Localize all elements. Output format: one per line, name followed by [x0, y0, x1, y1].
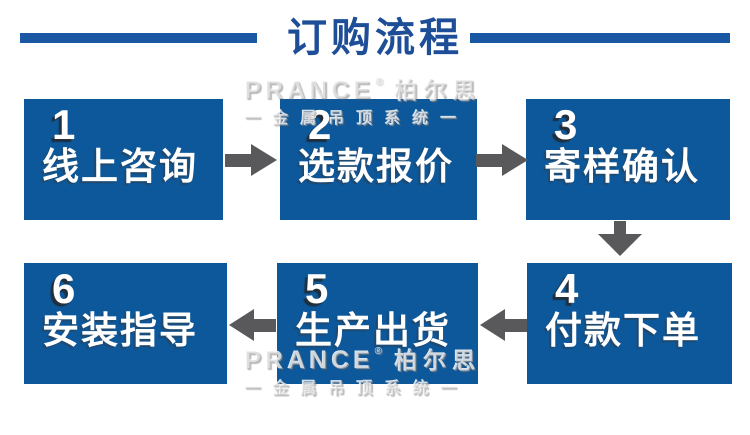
- arrow-head: [598, 234, 642, 256]
- arrow-head: [480, 309, 505, 341]
- step-number: 6: [52, 265, 76, 312]
- step-label: 付款下单: [545, 310, 701, 351]
- step-label: 生产出货: [295, 310, 451, 351]
- step-number: 4: [555, 265, 579, 312]
- step-number: 3: [554, 101, 578, 148]
- step-box-6-install-guide: 6 安装指导: [24, 263, 227, 384]
- arrow-head: [229, 309, 254, 341]
- step-box-2-select-quote: 2 选款报价: [280, 99, 477, 220]
- step-label: 线上咨询: [42, 146, 198, 187]
- step-box-5-produce-ship: 5 生产出货: [277, 263, 478, 384]
- arrow-right-step1-to-step2-icon: [225, 144, 277, 176]
- title-rule-right: [470, 33, 730, 43]
- arrow-left-step5-to-step6-icon: [229, 309, 276, 341]
- arrow-right-step2-to-step3-icon: [476, 144, 528, 176]
- arrow-shaft: [225, 154, 251, 167]
- step-label: 安装指导: [42, 310, 198, 351]
- arrow-left-step4-to-step5-icon: [480, 309, 527, 341]
- step-box-1-online-consult: 1 线上咨询: [24, 99, 223, 220]
- arrow-down-step3-to-step4-icon: [598, 221, 642, 256]
- step-box-4-pay-order: 4 付款下单: [527, 263, 732, 384]
- registered-mark-icon: ®: [375, 77, 383, 88]
- arrow-head: [251, 144, 277, 176]
- step-box-3-sample-confirm: 3 寄样确认: [526, 99, 730, 220]
- arrow-head: [502, 144, 528, 176]
- arrow-shaft: [505, 319, 527, 332]
- step-number: 1: [52, 101, 76, 148]
- title-rule-left: [20, 33, 257, 43]
- step-number: 2: [308, 101, 332, 148]
- step-label: 寄样确认: [544, 146, 700, 187]
- arrow-shaft: [614, 221, 626, 234]
- step-label: 选款报价: [298, 146, 454, 187]
- step-number: 5: [305, 265, 329, 312]
- arrow-shaft: [254, 319, 276, 332]
- page-title: 订购流程: [287, 16, 463, 60]
- arrow-shaft: [476, 154, 502, 167]
